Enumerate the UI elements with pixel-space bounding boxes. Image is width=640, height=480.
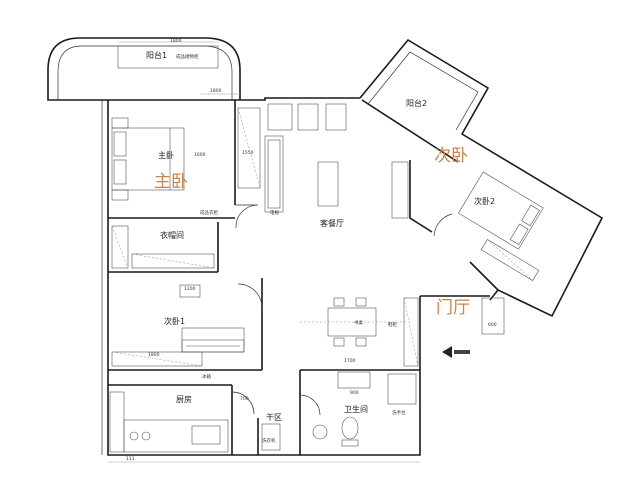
balcony1-inner (57, 45, 233, 100)
bedroom1-bed-head (181, 339, 245, 353)
bedroom2-door-swing (433, 213, 453, 237)
tv-cabinet-inner (267, 139, 281, 209)
kitchen-sink (191, 425, 221, 445)
callout-foyer: 门厅 (436, 298, 470, 318)
bath-sink (337, 371, 371, 389)
dim-master-side: 1550 (242, 151, 254, 156)
room-label-living-dining: 客餐厅 (320, 219, 344, 228)
entry-arrow (442, 346, 452, 358)
dim-balcony1-width: 1800 (170, 39, 182, 44)
master-bed (111, 127, 185, 191)
bath-toilet-tank (341, 439, 359, 447)
dim-bath-sink: 900 (350, 391, 359, 396)
top-cabinet-2 (325, 103, 347, 131)
dim-bottom: 111 (126, 457, 135, 462)
master-pillow-2 (113, 159, 127, 185)
room-label-balcony1: 阳台1 (146, 51, 168, 60)
cloakroom-shelf (131, 253, 215, 269)
room-label-master-bedroom: 主卧 (158, 151, 174, 160)
note-sink: 洗手台 (392, 411, 406, 416)
cloakroom-rack (111, 225, 129, 269)
cloakroom-rack-x (111, 225, 129, 269)
bath-door-swing (299, 394, 321, 416)
tv-cabinet (264, 135, 284, 213)
bath-shower (387, 373, 417, 405)
kitchen-counter-left (109, 391, 125, 453)
top-cabinet-1 (297, 103, 319, 131)
dim-dining: 1700 (344, 359, 356, 364)
master-wardrobe (237, 107, 261, 189)
sofa-wall-unit (391, 161, 409, 219)
outer-wall-top (100, 97, 360, 101)
room-label-dry-area: 干区 (266, 413, 282, 422)
master-door-swing (235, 204, 259, 229)
note-cabinet: 成品储物柜 (176, 55, 199, 60)
cloakroom-shelf-x (131, 253, 215, 269)
bedroom1-wardrobe (111, 351, 203, 367)
entry-cabinet-x (403, 297, 419, 367)
top-cabinet-3 (267, 103, 293, 131)
note-washer: 洗衣机 (262, 439, 276, 444)
dry-area-washer (261, 423, 281, 451)
dining-chair-4 (355, 337, 367, 347)
outer-wall-left (107, 100, 421, 456)
master-wardrobe-cross (237, 107, 261, 189)
balcony2-divider (361, 99, 459, 163)
dim-kitchen-door: 700 (240, 397, 249, 402)
note-wardrobe: 成品衣柜 (200, 211, 218, 216)
kitchen-burner-1 (129, 431, 139, 441)
bedroom1-desk (179, 284, 201, 298)
foyer-cabinet (481, 297, 505, 335)
bath-bowl (312, 424, 328, 440)
room-label-balcony2: 阳台2 (406, 99, 428, 108)
note-desk: 书桌 (354, 321, 363, 326)
bath-toilet (341, 416, 359, 440)
callout-master-bedroom: 主卧 (154, 172, 188, 192)
bedroom1-door-swing (237, 283, 263, 309)
room-label-kitchen: 厨房 (176, 395, 192, 404)
bedroom1-wardrobe-x (111, 351, 203, 367)
dim-second-bed: 1800 (148, 353, 160, 358)
room-label-bathroom: 卫生间 (344, 405, 368, 414)
master-pillow-1 (113, 131, 127, 157)
dim-top-window: 1800 (210, 89, 222, 94)
bedroom2-bed (458, 171, 544, 250)
bedroom2-wardrobe (480, 238, 540, 282)
dining-chair-3 (333, 337, 345, 347)
kitchen-counter-bottom (123, 419, 229, 453)
dining-chair-1 (333, 297, 345, 307)
room-label-cloakroom: 衣帽间 (160, 231, 184, 240)
master-nightstand-1 (111, 117, 129, 129)
master-nightstand-2 (111, 189, 129, 201)
wing-inner (367, 51, 479, 131)
coffee-table (317, 161, 339, 207)
note-tv: 电视 (270, 211, 279, 216)
balcony1-cabinet (117, 45, 219, 69)
kitchen-burner-2 (141, 431, 151, 441)
balcony1-outline (47, 37, 241, 101)
entry-step (454, 350, 470, 354)
callout-second-bedroom: 次卧 (434, 146, 468, 166)
room-label-second-bedroom1: 次卧1 (164, 317, 186, 326)
dim-foyer-cab: 600 (488, 323, 497, 328)
dim-desk: 1200 (184, 287, 196, 292)
room-label-second-bedroom2: 次卧2 (474, 197, 496, 206)
entry-cabinet (403, 297, 419, 367)
dry-area-door (231, 391, 255, 415)
bedroom2-wall-lower (469, 261, 499, 291)
wing-outer (359, 38, 604, 318)
bedroom2-wall (409, 160, 433, 233)
dining-chair-2 (355, 297, 367, 307)
note-fridge: 冰箱 (202, 375, 211, 380)
note-shoe: 鞋柜 (388, 323, 397, 328)
dim-bed-width: 1600 (194, 153, 206, 158)
